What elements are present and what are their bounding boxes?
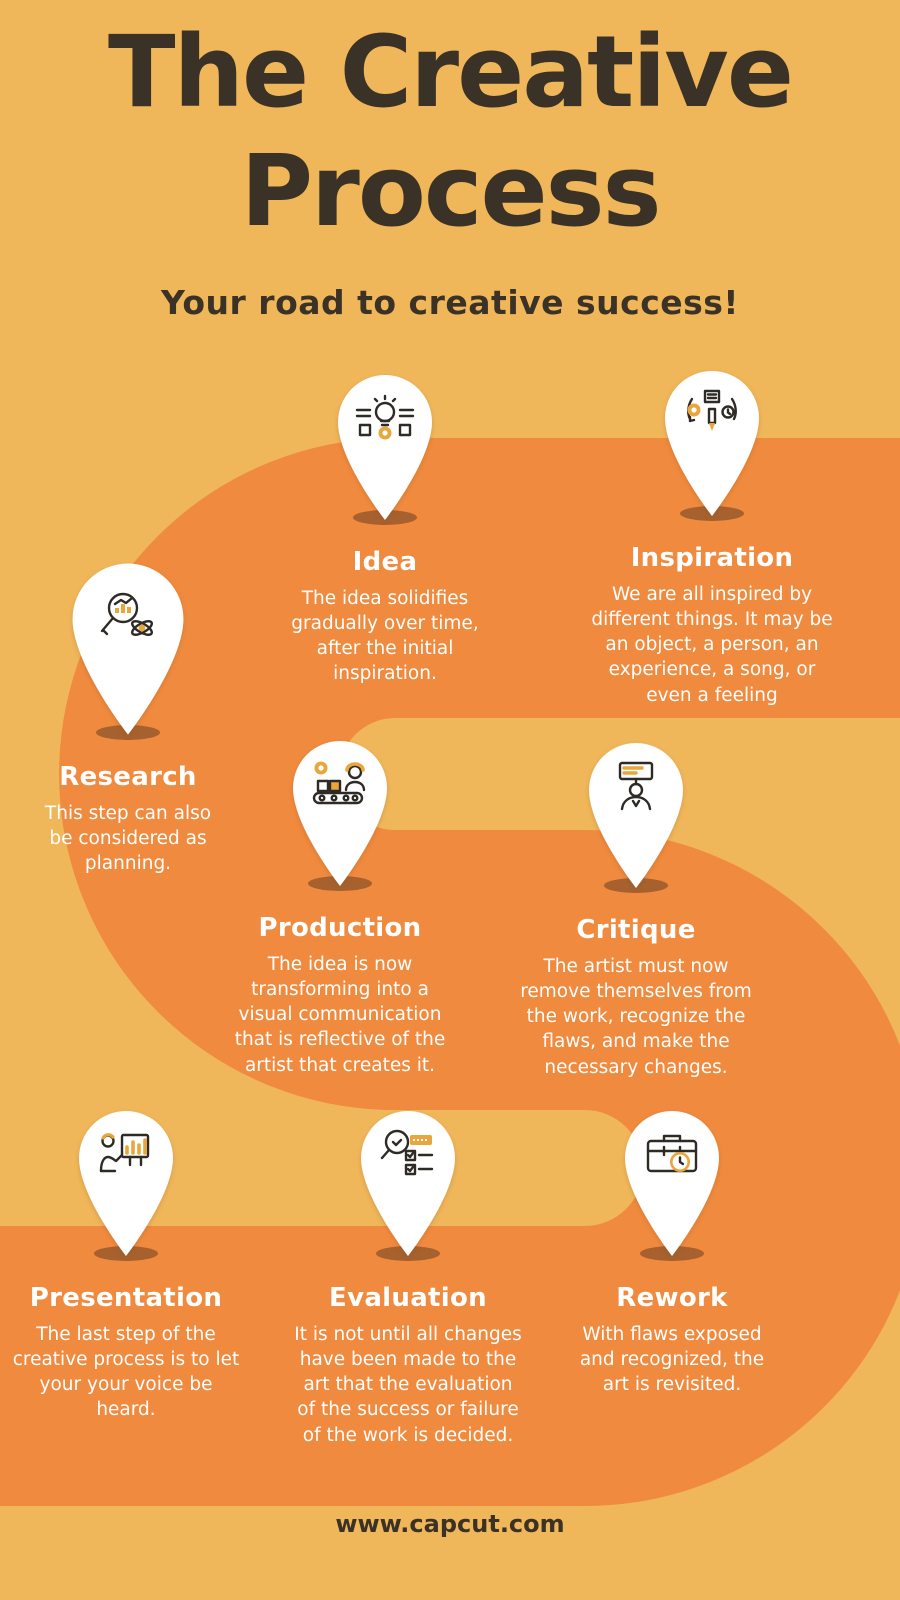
inspiration-pencil-icon bbox=[687, 389, 737, 431]
step-description: We are all inspired by different things.… bbox=[591, 584, 833, 706]
page-title-line1: The Creative bbox=[108, 15, 794, 130]
map-pin bbox=[656, 368, 768, 518]
step-title: Critique bbox=[576, 915, 696, 945]
step-description: The last step of the creative process is… bbox=[12, 1324, 240, 1421]
production-conveyor-icon bbox=[312, 761, 366, 805]
step-critique: Critique The artist must now remove them… bbox=[506, 740, 766, 1080]
step-production: Production The idea is now transforming … bbox=[210, 738, 470, 1078]
step-description: This step can also be considered as plan… bbox=[44, 803, 212, 875]
map-pin bbox=[580, 740, 692, 890]
page-title: The Creative Process bbox=[0, 14, 900, 252]
map-pin bbox=[352, 1108, 464, 1258]
step-description: The idea is now transforming into a visu… bbox=[234, 954, 446, 1076]
footer-url: www.capcut.com bbox=[335, 1510, 565, 1538]
step-idea: Idea The idea solidifies gradually over … bbox=[255, 372, 515, 687]
page-subtitle: Your road to creative success! bbox=[161, 283, 739, 322]
evaluation-checklist-icon bbox=[380, 1129, 434, 1176]
step-title: Rework bbox=[616, 1283, 728, 1313]
step-presentation: Presentation The last step of the creati… bbox=[0, 1108, 256, 1423]
map-pin bbox=[62, 560, 194, 737]
step-title: Production bbox=[258, 913, 422, 943]
step-title: Idea bbox=[352, 547, 418, 577]
step-title: Evaluation bbox=[329, 1283, 487, 1313]
step-title: Presentation bbox=[29, 1283, 223, 1313]
step-description: The idea solidifies gradually over time,… bbox=[291, 588, 479, 685]
map-pin bbox=[329, 372, 441, 522]
presentation-chart-icon bbox=[99, 1133, 150, 1173]
critique-person-icon bbox=[618, 761, 654, 811]
map-pin bbox=[70, 1108, 182, 1258]
map-pin bbox=[284, 738, 396, 888]
map-pin bbox=[616, 1108, 728, 1258]
step-inspiration: Inspiration We are all inspired by diffe… bbox=[582, 368, 842, 708]
step-evaluation: Evaluation It is not until all changes h… bbox=[278, 1108, 538, 1448]
step-title: Inspiration bbox=[630, 543, 794, 573]
idea-lightbulb-icon bbox=[355, 394, 415, 440]
step-rework: Rework With flaws exposed and recognized… bbox=[542, 1108, 802, 1397]
step-title: Research bbox=[59, 762, 197, 792]
research-magnifier-icon bbox=[100, 592, 153, 636]
step-research: Research This step can also be considere… bbox=[0, 560, 258, 876]
step-description: The artist must now remove themselves fr… bbox=[520, 956, 752, 1078]
page-title-line2: Process bbox=[240, 133, 661, 249]
step-description: With flaws exposed and recognized, the a… bbox=[579, 1324, 765, 1396]
step-description: It is not until all changes have been ma… bbox=[294, 1324, 522, 1446]
rework-toolbox-clock-icon bbox=[646, 1134, 698, 1173]
